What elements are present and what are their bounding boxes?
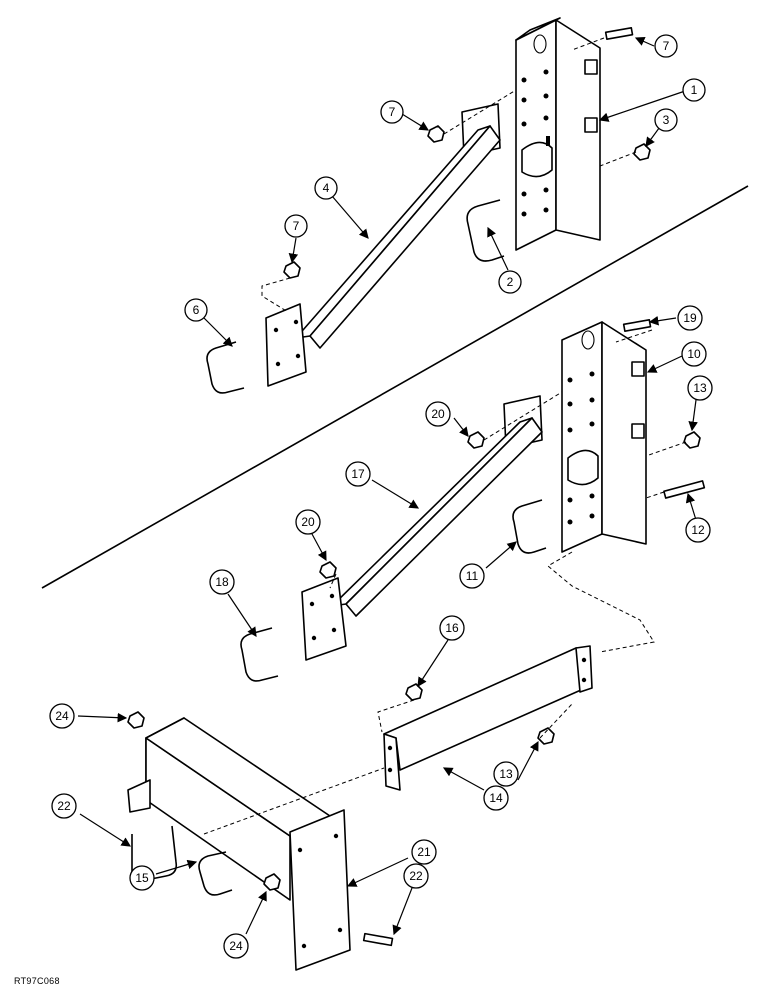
nut-upper-lower: [283, 261, 301, 279]
frame-weldment: [127, 717, 351, 971]
callout-13-upper: 13: [687, 375, 713, 401]
leader-lines: [77, 37, 698, 936]
svg-text:13: 13: [693, 381, 707, 395]
callout-23: 22: [51, 793, 77, 819]
figure-code: RT97C068: [14, 976, 60, 986]
nut-lower-front: [263, 873, 281, 891]
nut-upper-tube: [427, 125, 445, 143]
callout-21: 21: [411, 839, 437, 865]
callout-12: 12: [685, 517, 711, 543]
callout-labels: 7 1 3 7 4 7 6 2 19 10 13 20 17 12 20 11 …: [49, 34, 713, 959]
callout-11: 11: [459, 563, 485, 589]
nut-upper-bracket: [633, 143, 651, 161]
u-bolt-middle-right: [512, 499, 547, 554]
callout-1: 1: [682, 78, 706, 102]
u-bolt-upper-left: [206, 341, 245, 394]
svg-text:15: 15: [135, 871, 149, 885]
support-tube-lower: [301, 395, 543, 661]
svg-text:18: 18: [215, 575, 229, 589]
nut-strap-right: [537, 727, 555, 745]
callout-14: 14: [483, 785, 509, 811]
nut-middle-tube: [467, 431, 485, 449]
callout-7-upper: 7: [380, 100, 404, 124]
callout-5: 7: [654, 34, 678, 58]
callout-22: 22: [403, 863, 429, 889]
mount-bracket-upper: [515, 17, 601, 251]
svg-text:14: 14: [489, 791, 503, 805]
svg-text:12: 12: [691, 523, 705, 537]
bolt-middle-top: [622, 318, 652, 332]
svg-text:17: 17: [351, 467, 365, 481]
svg-text:20: 20: [301, 515, 315, 529]
svg-text:7: 7: [663, 39, 670, 53]
callout-15: 15: [129, 865, 155, 891]
svg-text:6: 6: [193, 303, 200, 317]
svg-text:7: 7: [389, 105, 396, 119]
section-divider-line: [41, 185, 749, 589]
bolt-lower: [362, 932, 394, 947]
callout-3: 3: [654, 108, 678, 132]
u-bolt-lower-small: [198, 851, 233, 896]
callout-17: 17: [345, 461, 371, 487]
svg-text:13: 13: [499, 767, 513, 781]
svg-text:24: 24: [229, 939, 243, 953]
u-bolt-upper-right: [466, 199, 505, 262]
svg-text:19: 19: [683, 311, 697, 325]
callout-6: 6: [184, 298, 208, 322]
svg-text:24: 24: [55, 709, 69, 723]
upper-assembly: [206, 17, 651, 394]
callout-2: 2: [498, 270, 522, 294]
callout-7-lower: 7: [284, 214, 308, 238]
callout-18: 18: [209, 569, 235, 595]
svg-text:4: 4: [323, 181, 330, 195]
u-bolt-middle-left: [240, 627, 279, 682]
nut-middle-lower: [319, 561, 337, 579]
nut-middle-bracket: [683, 431, 701, 449]
svg-text:16: 16: [445, 621, 459, 635]
svg-text:22: 22: [409, 869, 423, 883]
callout-24-lower: 24: [223, 933, 249, 959]
bolt-upper: [604, 26, 634, 40]
bolt-middle-long: [663, 480, 706, 499]
svg-text:1: 1: [691, 83, 698, 97]
svg-text:11: 11: [466, 569, 479, 583]
callout-20-lower: 20: [295, 509, 321, 535]
svg-text:21: 21: [417, 845, 431, 859]
callout-10: 10: [681, 341, 707, 367]
support-tube-upper: [265, 103, 501, 387]
lower-assembly: [127, 645, 593, 971]
nut-strap-top: [405, 683, 423, 701]
svg-text:2: 2: [507, 275, 514, 289]
callout-24-upper: 24: [49, 703, 75, 729]
callout-4: 4: [314, 176, 338, 200]
callout-13-lower: 13: [493, 761, 519, 787]
middle-assembly: [240, 318, 706, 682]
callout-20-upper: 20: [425, 401, 451, 427]
nut-lower-top: [127, 711, 145, 729]
svg-text:22: 22: [57, 799, 71, 813]
svg-text:20: 20: [431, 407, 445, 421]
callout-19: 19: [677, 305, 703, 331]
callout-16: 16: [439, 615, 465, 641]
svg-text:7: 7: [293, 219, 300, 233]
svg-text:10: 10: [687, 347, 701, 361]
mount-bracket-lower: [561, 321, 647, 553]
strap-bracket: [383, 645, 593, 791]
svg-text:3: 3: [663, 113, 670, 127]
